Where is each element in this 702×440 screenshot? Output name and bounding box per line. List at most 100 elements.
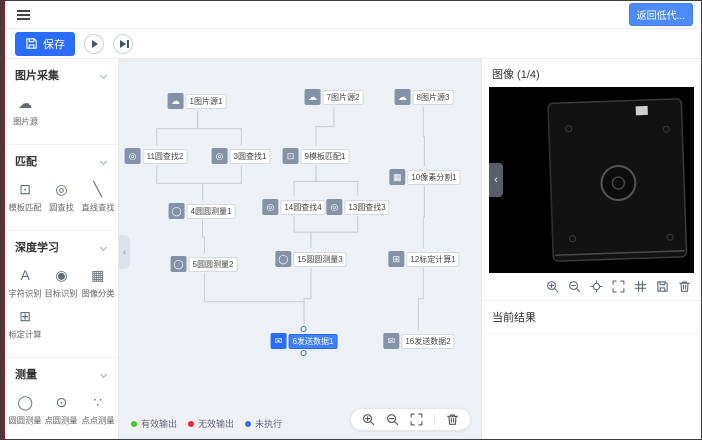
calibration-node-icon: ⊞ [388, 251, 405, 267]
circle-find-icon: ◎ [55, 181, 68, 197]
source-node-icon: ☁ [394, 89, 411, 105]
find-node-icon: ◎ [326, 199, 343, 215]
circle-circle-measure-icon: ◯ [17, 394, 33, 410]
sidebar-item-label: 标定计算 [8, 330, 42, 340]
sidebar-item[interactable]: ╲直线查找 [80, 177, 116, 218]
ocr-icon: A [20, 267, 30, 283]
back-to-lowcode-button[interactable]: 返回低代... [628, 3, 693, 26]
flow-node[interactable]: ▦10像素分割1 [389, 169, 461, 185]
flow-node[interactable]: ◯5圆圆测量2 [170, 256, 238, 272]
chevron-down-icon [99, 71, 108, 79]
sidebar-item[interactable]: ⊞ 标定计算 [7, 304, 43, 345]
legend-label: 未执行 [255, 419, 283, 429]
flow-node[interactable]: ◯4圆圆测量1 [168, 203, 236, 219]
fullscreen-icon[interactable] [612, 280, 625, 293]
node-label: 4圆圆测量1 [186, 203, 236, 219]
sidebar-item[interactable]: ◎圆查找 [43, 177, 79, 218]
flow-node[interactable]: ◎11圆查找2 [124, 148, 188, 164]
run-button[interactable] [84, 33, 104, 54]
sidebar-item[interactable]: ∵点点测量 [80, 390, 116, 431]
flow-node[interactable]: ◎3圆查找1 [211, 148, 271, 164]
split-node-icon: ▦ [389, 169, 406, 185]
camera-image[interactable]: ‹ [489, 87, 694, 273]
sidebar-item-label: 目标识别 [44, 289, 79, 299]
flow-canvas[interactable]: ‹ 有效输出无效输出未执行 ☁1图片源1☁7图片源2☁8图片源3◎11圆查找2◎… [119, 59, 483, 439]
grid-icon[interactable] [634, 280, 647, 293]
flow-node[interactable]: ⊞12标定计算1 [388, 251, 460, 267]
prev-image-button[interactable]: ‹ [489, 163, 503, 197]
locate-icon[interactable] [590, 280, 603, 293]
sidebar-item-label: 模板匹配 [8, 203, 42, 213]
sidebar-collapse-handle[interactable]: ‹ [119, 235, 130, 269]
zoom-in-icon[interactable] [362, 413, 375, 426]
part-photo [489, 87, 694, 273]
image-preview-panel: 图像 (1/4) ‹ 当前结果 [481, 59, 701, 439]
node-label: 14圆查找4 [280, 199, 326, 215]
source-node-icon: ☁ [167, 93, 184, 109]
play-icon [119, 39, 126, 48]
save-button-label: 保存 [43, 38, 65, 51]
menu-hamburger-icon[interactable] [17, 9, 30, 20]
zoom-out-icon[interactable] [568, 280, 581, 293]
sidebar-item[interactable]: ⊙点圆测量 [43, 390, 79, 431]
flow-node[interactable]: ✉6发送数据1 [270, 326, 338, 356]
node-label: 13圆查找3 [344, 199, 390, 215]
flow-node[interactable]: ◯15圆圆测量3 [275, 251, 347, 267]
flow-node[interactable]: ☁8图片源3 [394, 89, 454, 105]
legend-dot [131, 420, 137, 427]
section-title: 测量 [15, 369, 37, 381]
measure-node-icon: ◯ [168, 203, 185, 219]
flow-node[interactable]: ◎14圆查找4 [262, 199, 326, 215]
sidebar-item-label: 点圆测量 [44, 416, 79, 426]
flow-node[interactable]: ⊡9模板匹配1 [282, 148, 350, 164]
trash-icon[interactable] [446, 413, 459, 426]
chevron-down-icon [99, 157, 108, 165]
sidebar-item[interactable]: ◯圆圆测量 [7, 390, 43, 431]
flow-node[interactable]: ☁7图片源2 [304, 89, 364, 105]
sidebar-item-label: 图片源 [12, 117, 38, 127]
sidebar-item[interactable]: ◉目标识别 [43, 263, 79, 304]
legend-item: 无效输出 [188, 417, 234, 430]
save-icon[interactable] [656, 280, 669, 293]
fullscreen-icon[interactable] [410, 413, 423, 426]
send-node-icon: ✉ [383, 333, 400, 349]
calibration-icon: ⊞ [19, 308, 32, 324]
node-label: 8图片源3 [412, 89, 454, 105]
sidebar-item[interactable]: ⊡模板匹配 [7, 177, 43, 218]
current-results-title: 当前结果 [482, 301, 701, 334]
section-header[interactable]: 匹配 [5, 145, 118, 175]
flow-node[interactable]: ✉16发送数据2 [383, 333, 455, 349]
node-label: 11圆查找2 [142, 148, 188, 164]
node-label: 12标定计算1 [406, 251, 460, 267]
find-node-icon: ◎ [262, 199, 279, 215]
find-node-icon: ◎ [211, 148, 228, 164]
trash-icon[interactable] [678, 280, 691, 293]
sidebar-item-label: 直线查找 [81, 203, 115, 213]
zoom-in-icon[interactable] [546, 280, 559, 293]
flow-node[interactable]: ◎13圆查找3 [326, 199, 390, 215]
node-label: 1图片源1 [185, 93, 227, 109]
play-icon [92, 39, 98, 48]
legend-label: 无效输出 [198, 419, 235, 429]
zoom-out-icon[interactable] [386, 413, 399, 426]
legend-dot [245, 420, 252, 427]
save-button[interactable]: 保存 [15, 31, 75, 56]
window-edge [1, 1, 5, 439]
preview-title: 图像 (1/4) [492, 69, 540, 81]
sidebar-item[interactable]: ☁图片源 [7, 91, 43, 132]
section-title: 图片采集 [15, 70, 59, 82]
node-label: 6发送数据1 [288, 333, 338, 349]
image-toolbar [482, 273, 701, 301]
sidebar-item[interactable]: ▦图像分类 [80, 263, 116, 304]
section-header[interactable]: 图片采集 [5, 59, 118, 89]
legend-item: 有效输出 [131, 417, 177, 430]
sidebar-item-label: 点点测量 [81, 416, 115, 426]
section-header[interactable]: 深度学习 [5, 231, 118, 261]
flow-node[interactable]: ☁1图片源1 [167, 93, 227, 109]
section-header[interactable]: 测量 [5, 358, 118, 388]
step-run-button[interactable] [113, 33, 133, 54]
measure-node-icon: ◯ [275, 251, 292, 267]
